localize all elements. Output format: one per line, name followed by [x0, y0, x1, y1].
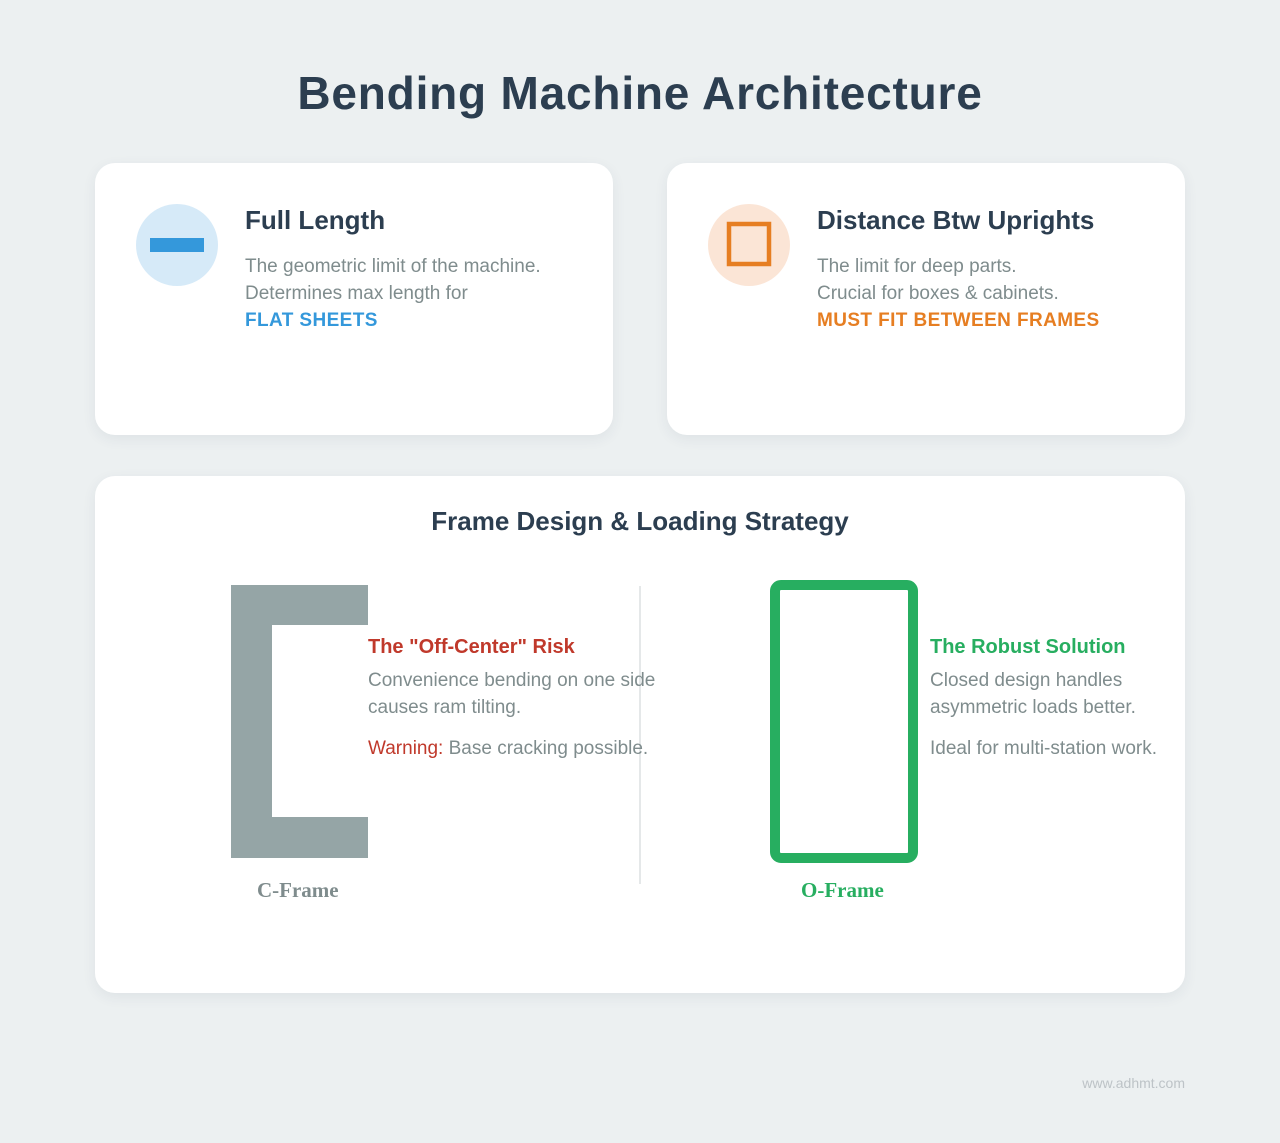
o-frame-label: O-Frame: [801, 878, 884, 902]
c-frame-heading: The "Off-Center" Risk: [368, 636, 575, 658]
c-frame-warning: Warning: Base cracking possible.: [368, 735, 655, 762]
c-frame-shape: [231, 585, 368, 858]
card-description: The limit for deep parts. Crucial for bo…: [817, 253, 1100, 334]
o-frame-shape: [770, 580, 918, 863]
o-frame-description: The Robust Solution Closed design handle…: [930, 634, 1157, 762]
watermark: www.adhmt.com: [1082, 1075, 1185, 1091]
card-title: Full Length: [245, 205, 386, 235]
card-title: Distance Btw Uprights: [817, 205, 1095, 235]
warning-text: Base cracking possible.: [448, 738, 649, 759]
card-description: The geometric limit of the machine. Dete…: [245, 253, 541, 334]
card-text-line: The geometric limit of the machine.: [245, 256, 541, 277]
c-frame-text-line: causes ram tilting.: [368, 697, 522, 718]
card-highlight: FLAT SHEETS: [245, 310, 378, 331]
c-frame-label: C-Frame: [257, 878, 339, 902]
o-frame-text-line: Closed design handles: [930, 670, 1123, 691]
card-text-line: Determines max length for: [245, 283, 468, 304]
c-frame-description: The "Off-Center" Risk Convenience bendin…: [368, 634, 655, 762]
warning-label: Warning:: [368, 738, 444, 759]
square-outline-icon: [708, 204, 790, 286]
page-title: Bending Machine Architecture: [297, 67, 983, 119]
frame-design-card: Frame Design & Loading Strategy The "Off…: [95, 476, 1185, 993]
card-text-line: The limit for deep parts.: [817, 256, 1017, 277]
o-frame-heading: The Robust Solution: [930, 636, 1126, 658]
o-frame-text-line: Ideal for multi-station work.: [930, 738, 1158, 759]
card-highlight: MUST FIT BETWEEN FRAMES: [817, 310, 1100, 331]
frame-diagram: [231, 580, 918, 863]
o-frame-text-line: asymmetric loads better.: [930, 697, 1136, 718]
distance-uprights-card: Distance Btw Uprights The limit for deep…: [667, 163, 1185, 435]
section-title: Frame Design & Loading Strategy: [431, 506, 849, 536]
card-text-line: Crucial for boxes & cabinets.: [817, 283, 1059, 304]
section-divider: [639, 586, 641, 884]
c-frame-text-line: Convenience bending on one side: [368, 670, 656, 691]
full-length-card: Full Length The geometric limit of the m…: [95, 163, 613, 435]
horizontal-bar-icon: [136, 204, 218, 286]
